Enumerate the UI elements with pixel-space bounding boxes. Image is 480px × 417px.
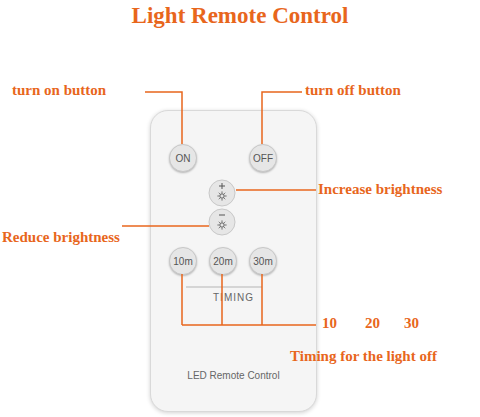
button-text: 30m	[253, 256, 272, 267]
timing-value: 20	[365, 315, 380, 332]
timer-button: 10m	[169, 247, 197, 275]
diagram-title: Light Remote Control	[0, 3, 480, 29]
brand-text: LED Remote Control	[151, 370, 316, 381]
button-text: 10m	[173, 256, 192, 267]
callout-label: turn off button	[305, 82, 401, 99]
button-text: OFF	[253, 153, 273, 164]
timing-value: 30	[404, 315, 419, 332]
callout-label: turn on button	[12, 82, 106, 99]
button-text: 20m	[213, 256, 232, 267]
callout-label: Reduce brightness	[2, 229, 120, 246]
timer-button: 20m	[209, 247, 237, 275]
timer-button: 30m	[249, 247, 277, 275]
off-button: OFF	[249, 144, 277, 172]
button-text: ON	[176, 153, 191, 164]
callout-label: Increase brightness	[318, 181, 442, 198]
timing-text: TIMING	[151, 292, 316, 303]
timing-value: 10	[322, 315, 337, 332]
callout-label: Timing for the light off	[290, 348, 437, 365]
remote-body: TIMING LED Remote Control ON OFF 10m 20m 30m	[150, 110, 317, 412]
on-button: ON	[169, 144, 197, 172]
